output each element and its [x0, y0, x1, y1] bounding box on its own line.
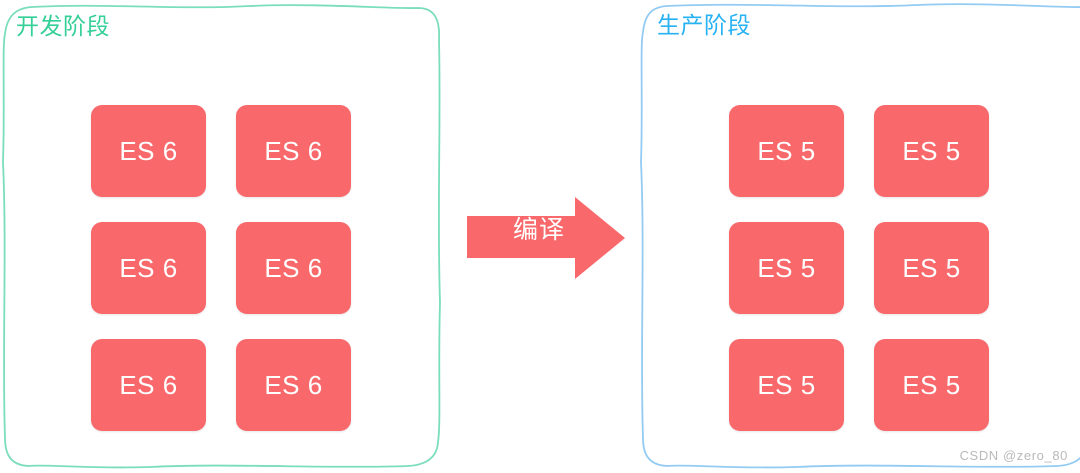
- es-box: ES 6: [236, 222, 351, 314]
- es-box: ES 5: [729, 222, 844, 314]
- compile-arrow: 编译: [463, 192, 629, 284]
- es-box: ES 5: [729, 105, 844, 197]
- watermark: CSDN @zero_80: [959, 448, 1068, 463]
- es-box: ES 6: [91, 105, 206, 197]
- es-box: ES 6: [91, 222, 206, 314]
- es-box: ES 6: [236, 339, 351, 431]
- dev-stage-label: 开发阶段: [16, 13, 110, 39]
- es-box: ES 5: [874, 222, 989, 314]
- es-box: ES 5: [729, 339, 844, 431]
- prod-box-grid: ES 5 ES 5 ES 5 ES 5 ES 5 ES 5: [729, 105, 989, 431]
- es-box: ES 5: [874, 339, 989, 431]
- es-box: ES 6: [236, 105, 351, 197]
- prod-stage-label: 生产阶段: [657, 12, 751, 38]
- compile-arrow-label: 编译: [512, 216, 565, 244]
- dev-box-grid: ES 6 ES 6 ES 6 ES 6 ES 6 ES 6: [91, 105, 351, 431]
- es-box: ES 6: [91, 339, 206, 431]
- es-box: ES 5: [874, 105, 989, 197]
- arrow-right-icon: [467, 197, 625, 279]
